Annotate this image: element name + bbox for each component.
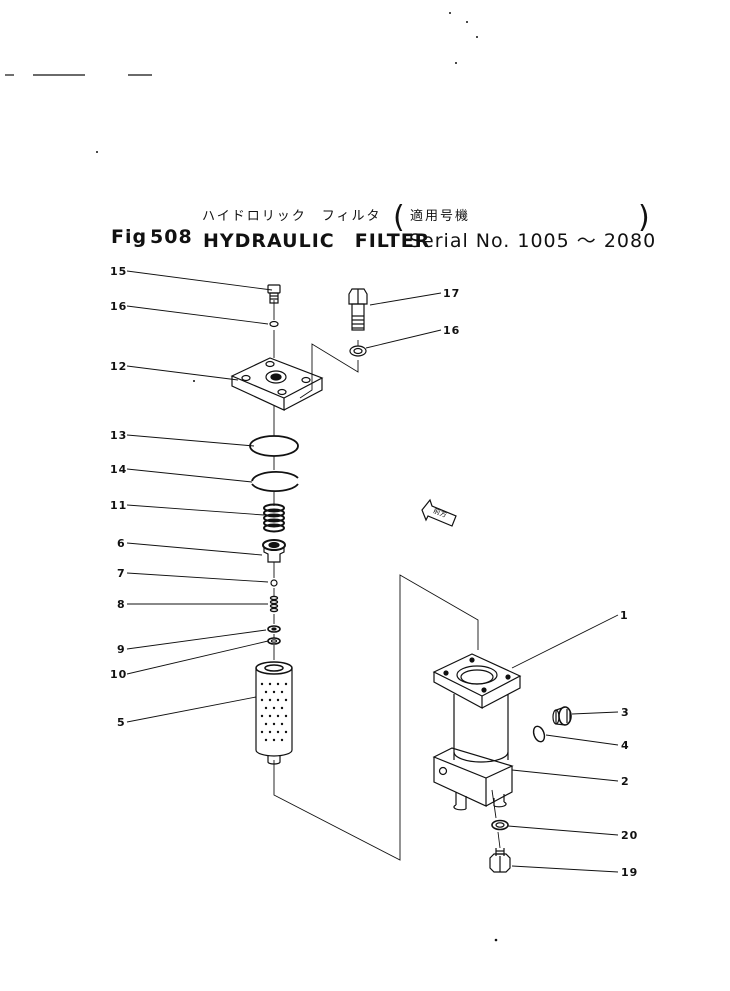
part-number-11: 11 [110,499,128,512]
ball-7 [270,579,278,587]
part-number-19: 19 [621,866,639,879]
fig-number: 508 [150,226,193,248]
assembly-axis-lines [273,300,501,861]
fig-label: Fig [111,226,148,248]
part-number-7: 7 [117,567,126,580]
filter-element-5 [255,661,293,765]
o-ring-13 [249,435,299,457]
close-parenthesis: ) [638,200,650,235]
bolt-15 [267,284,281,304]
washer-9 [267,625,281,633]
part-number-8: 8 [117,598,126,611]
part-number-9: 9 [117,643,126,656]
part-number-15: 15 [110,265,128,278]
backup-ring-14 [251,471,299,493]
part-number-10: 10 [110,668,128,681]
part-number-13: 13 [110,429,128,442]
scan-specks [96,12,498,942]
part-number-5: 5 [117,716,126,729]
valve-6 [262,539,286,563]
plug-3 [552,706,572,726]
japanese-title: ハイドロリック フィルタ [202,209,382,224]
o-ring-4 [532,725,546,743]
bolt-17 [348,288,368,331]
spring-11 [263,503,285,533]
part-number-16-upper-right: 16 [443,324,461,337]
spring-8 [269,595,279,613]
filter-perforations [260,682,288,742]
cover-plate-12 [230,357,324,411]
housing-1 [432,653,522,763]
housing-body-2 [432,747,514,811]
washer-10 [267,637,281,645]
open-parenthesis: ( [393,200,405,235]
diagram-title: HYDRAULIC FILTER [203,230,431,252]
part-number-1: 1 [620,609,629,622]
part-number-14: 14 [110,463,128,476]
washer-20 [491,819,509,831]
part-number-4: 4 [621,739,630,752]
part-number-20: 20 [621,829,639,842]
part-number-3: 3 [621,706,630,719]
japanese-serial-label: 適用号機 [410,209,471,224]
washer-16-right [349,345,367,357]
washer-16-left [269,320,279,328]
part-number-16-upper-left: 16 [110,300,128,313]
part-number-17: 17 [443,287,461,300]
front-direction-arrow [421,498,457,527]
part-number-6: 6 [117,537,126,550]
leader-lines-left [126,270,273,723]
part-number-2: 2 [621,775,630,788]
bolt-19 [489,848,511,873]
part-number-12: 12 [110,360,128,373]
leader-lines-right [365,292,619,873]
serial-range: Serial No. 1005 ～ 2080 [409,230,657,252]
